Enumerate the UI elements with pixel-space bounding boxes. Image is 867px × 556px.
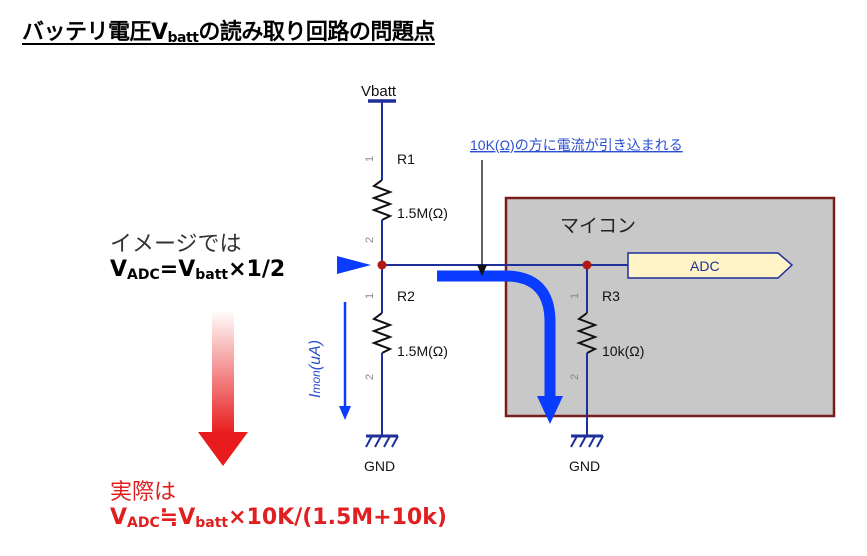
ideal-formula: VADC=Vbatt×1/2 bbox=[110, 257, 286, 283]
r3-name: R3 bbox=[602, 288, 620, 304]
resistor-r2 bbox=[371, 312, 393, 354]
mcu-box bbox=[504, 196, 836, 418]
callout-arrowhead bbox=[477, 265, 487, 276]
gnd-label-left: GND bbox=[364, 458, 395, 474]
ideal-label: イメージでは bbox=[110, 232, 242, 257]
r1-name: R1 bbox=[397, 151, 415, 167]
current-flow-arrow bbox=[437, 270, 556, 398]
r3-pin1: 1 bbox=[569, 293, 581, 299]
adc-port bbox=[627, 252, 794, 279]
junction-node-left bbox=[377, 260, 387, 270]
r2-pin1: 1 bbox=[364, 293, 376, 299]
junction-node-right bbox=[582, 260, 592, 270]
supply-label: Vbatt bbox=[361, 83, 397, 100]
red-down-arrowhead bbox=[198, 432, 248, 466]
actual-formula: VADC≒Vbatt×10K/(1.5M+10k) bbox=[110, 505, 447, 531]
r3-pin2: 2 bbox=[569, 374, 581, 380]
r3-value: 10k(Ω) bbox=[602, 343, 644, 359]
red-down-arrow bbox=[212, 310, 234, 434]
gnd-label-right: GND bbox=[569, 458, 600, 474]
resistor-r3 bbox=[576, 312, 598, 354]
resistor-r1 bbox=[371, 179, 393, 221]
r1-pin2: 2 bbox=[364, 237, 376, 243]
ground-icon bbox=[365, 434, 399, 448]
callout-text: 10K(Ω)の方に電流が引き込まれる bbox=[470, 137, 683, 153]
current-flow-arrowhead bbox=[537, 396, 563, 424]
r2-pin2: 2 bbox=[364, 374, 376, 380]
r1-pin1: 1 bbox=[364, 156, 376, 162]
ground-icon bbox=[570, 434, 604, 448]
page-title: バッテリ電圧Vbattの読み取り回路の問題点 bbox=[22, 20, 435, 46]
actual-label: 実際は bbox=[110, 480, 177, 505]
imon-label: Imon(uA) bbox=[307, 340, 324, 398]
input-triangle-icon bbox=[337, 256, 371, 274]
adc-label: ADC bbox=[690, 258, 720, 274]
r1-value: 1.5M(Ω) bbox=[397, 205, 448, 221]
r2-value: 1.5M(Ω) bbox=[397, 343, 448, 359]
r2-name: R2 bbox=[397, 288, 415, 304]
imon-arrowhead bbox=[339, 406, 351, 420]
mcu-label: マイコン bbox=[560, 216, 636, 237]
